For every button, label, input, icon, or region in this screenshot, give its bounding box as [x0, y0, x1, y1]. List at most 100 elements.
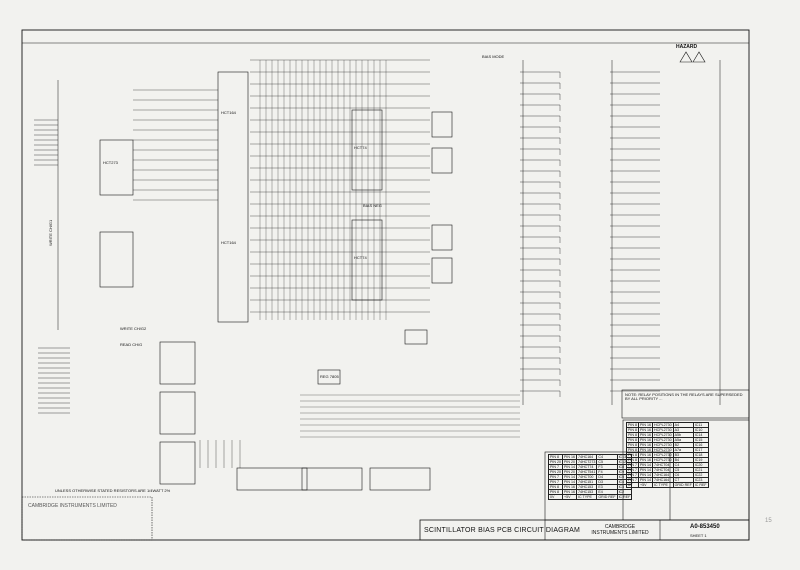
pin-table-cell: PIN 16	[638, 427, 653, 433]
pin-table-cell: 74HCT273	[575, 459, 598, 465]
relay-bank	[520, 60, 721, 405]
pin-table-cell: PIN 8	[626, 437, 639, 443]
ic-label-hct74b: HCT74	[354, 255, 367, 260]
pin-table-cell: PIN 16	[638, 442, 653, 448]
sheet-border	[21, 29, 750, 541]
pin-table-header-cell: GRID REF	[596, 494, 618, 500]
pin-table-cell: PIN 20	[562, 459, 577, 465]
pin-table-cell: PIN 7	[626, 472, 639, 478]
header-2	[301, 467, 363, 491]
company-box	[21, 496, 153, 541]
pin-table-header-cell: +5V	[638, 482, 653, 488]
pin-table-cell: HCPL2730	[652, 442, 674, 448]
ic-hct273	[99, 139, 134, 196]
ic-comp	[404, 329, 428, 345]
pin-table-cell: PIN 14	[562, 474, 577, 480]
pin-table-cell: PIN 14	[638, 477, 653, 483]
pin-table-cell: PIN 16	[562, 454, 577, 460]
pin-table-cell: HCPL2730	[652, 437, 674, 443]
ic-label-reg: REG 7805	[320, 374, 339, 379]
pin-table-cell: PIN 8	[626, 457, 639, 463]
pin-table-cell: PIN 8	[626, 452, 639, 458]
sheet-label: SHEET 1	[690, 533, 707, 538]
write-ch1-label: WRITE CH/G1	[48, 219, 53, 246]
pin-table-header-cell: IC TYPE	[652, 482, 674, 488]
ic-opto-a	[431, 111, 453, 138]
ic-label-hct164b: HCT164	[221, 240, 236, 245]
ic-reg	[317, 369, 341, 385]
pin-table-cell: PIN 20	[562, 469, 577, 475]
pin-table-cell: PIN 20	[548, 469, 563, 475]
pin-table-cell: PIN 16	[638, 452, 653, 458]
ic-label-hct164a: HCT164	[221, 110, 236, 115]
header-3	[369, 467, 431, 491]
pin-table-header-cell: IC REF	[692, 482, 709, 488]
ic-mux-a	[159, 341, 196, 385]
pin-table-cell: PIN 16	[638, 437, 653, 443]
pin-table-cell: PIN 16	[562, 489, 577, 495]
pin-table-header-cell: +5V	[562, 494, 577, 500]
pin-table-cell: PIN 8	[626, 442, 639, 448]
pin-table-cell: HCPL2730	[652, 452, 674, 458]
pin-table-cell: PIN 16	[638, 457, 653, 463]
ic-hct74-a	[351, 109, 383, 191]
hazard-label: HAZARD	[676, 44, 698, 50]
write-ch2-label: WRITE CH/G2	[120, 326, 147, 331]
ic-opto-d	[431, 257, 453, 284]
ic-label-hct74a: HCT74	[354, 145, 367, 150]
header-1	[236, 467, 308, 491]
pin-table-cell: PIN 16	[638, 432, 653, 438]
ic-hct164-a	[217, 71, 249, 323]
relay-note: NOTE: RELAY POSITIONS IN THE RELAYS ARE …	[625, 392, 743, 401]
hazard-triangle-2	[692, 51, 706, 63]
pin-table-header-cell: 0V	[548, 494, 563, 500]
company-watermark: CAMBRIDGE INSTRUMENTS LIMITED	[28, 503, 117, 509]
signal-buses	[133, 59, 520, 468]
pin-table-cell: PIN 8	[626, 422, 639, 428]
pin-table-cell: PIN 14	[638, 467, 653, 473]
left-connector	[34, 80, 70, 414]
ic-opto-c	[431, 224, 453, 251]
ic-mux-c	[159, 441, 196, 485]
pin-table-cell: PIN 7	[626, 477, 639, 483]
pin-table-cell: PIN 8	[626, 432, 639, 438]
corner-mark: 15	[765, 518, 772, 524]
pin-table-cell: PIN 8	[626, 447, 639, 453]
bias-mode-label: BIAS MODE	[482, 54, 505, 59]
pin-table-cell: HCPL2730	[652, 432, 674, 438]
drawing-number: A0-853450	[690, 524, 720, 530]
ic-label-hct273: HCT273	[103, 160, 118, 165]
ic-opto-b	[431, 147, 453, 174]
pin-table-cell: PIN 14	[562, 464, 577, 470]
pin-table-cell: PIN 14	[638, 472, 653, 478]
pin-table-cell: PIN 16	[638, 447, 653, 453]
notes-box	[621, 389, 750, 419]
pin-table-cell: HCPL2730	[652, 427, 674, 433]
pin-table-cell: PIN 14	[638, 462, 653, 468]
ic-hct273-b	[99, 231, 134, 288]
pin-table-cell: PIN 20	[548, 459, 563, 465]
drawing-title: SCINTILLATOR BIAS PCB CIRCUIT DIAGRAM	[424, 527, 580, 534]
pin-table-cell: PIN 14	[562, 479, 577, 485]
bias-neg-label: BIAS NEG	[363, 203, 382, 208]
pin-table-header-cell: 0V	[626, 482, 639, 488]
hazard-triangle-1	[679, 51, 693, 63]
read-ch-label: READ CH/G	[120, 342, 143, 347]
pin-table-header-cell: GRID REF	[672, 482, 694, 488]
title-company: CAMBRIDGE INSTRUMENTS LIMITED	[591, 524, 649, 536]
pin-table-header-cell: IC REF	[616, 494, 633, 500]
pin-table-cell: PIN 16	[562, 484, 577, 490]
pin-table-cell: PIN 16	[638, 422, 653, 428]
pin-table-cell: PIN 7	[626, 467, 639, 473]
